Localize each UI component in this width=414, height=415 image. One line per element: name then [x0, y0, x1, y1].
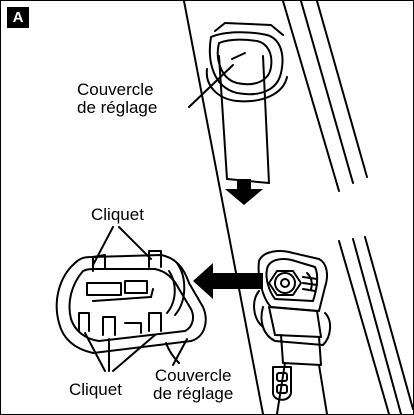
- badge-letter: A: [12, 9, 24, 26]
- section-badge: A: [7, 7, 29, 28]
- pillar-lines: [183, 1, 413, 414]
- cliquet-bottom-label: Cliquet: [69, 380, 122, 399]
- anchor-assembly: [253, 250, 331, 414]
- down-arrow-icon: [225, 179, 263, 205]
- top-belt-assembly: [188, 22, 288, 184]
- top-cover-label: Couvercle de réglage: [77, 81, 157, 117]
- cover-edge-detail: [165, 342, 180, 364]
- bottom-cover-label: Couvercle de réglage: [153, 367, 233, 403]
- top-cover-label-line2: de réglage: [77, 97, 158, 117]
- bottom-cover-label-line2: de réglage: [153, 383, 234, 403]
- cliquet-top-label: Cliquet: [91, 205, 144, 224]
- removed-cover: [55, 226, 207, 372]
- top-cover-label-line1: Couvercle: [77, 80, 154, 99]
- bottom-cover-label-line1: Couvercle: [154, 366, 232, 385]
- left-arrow-icon: [193, 263, 263, 299]
